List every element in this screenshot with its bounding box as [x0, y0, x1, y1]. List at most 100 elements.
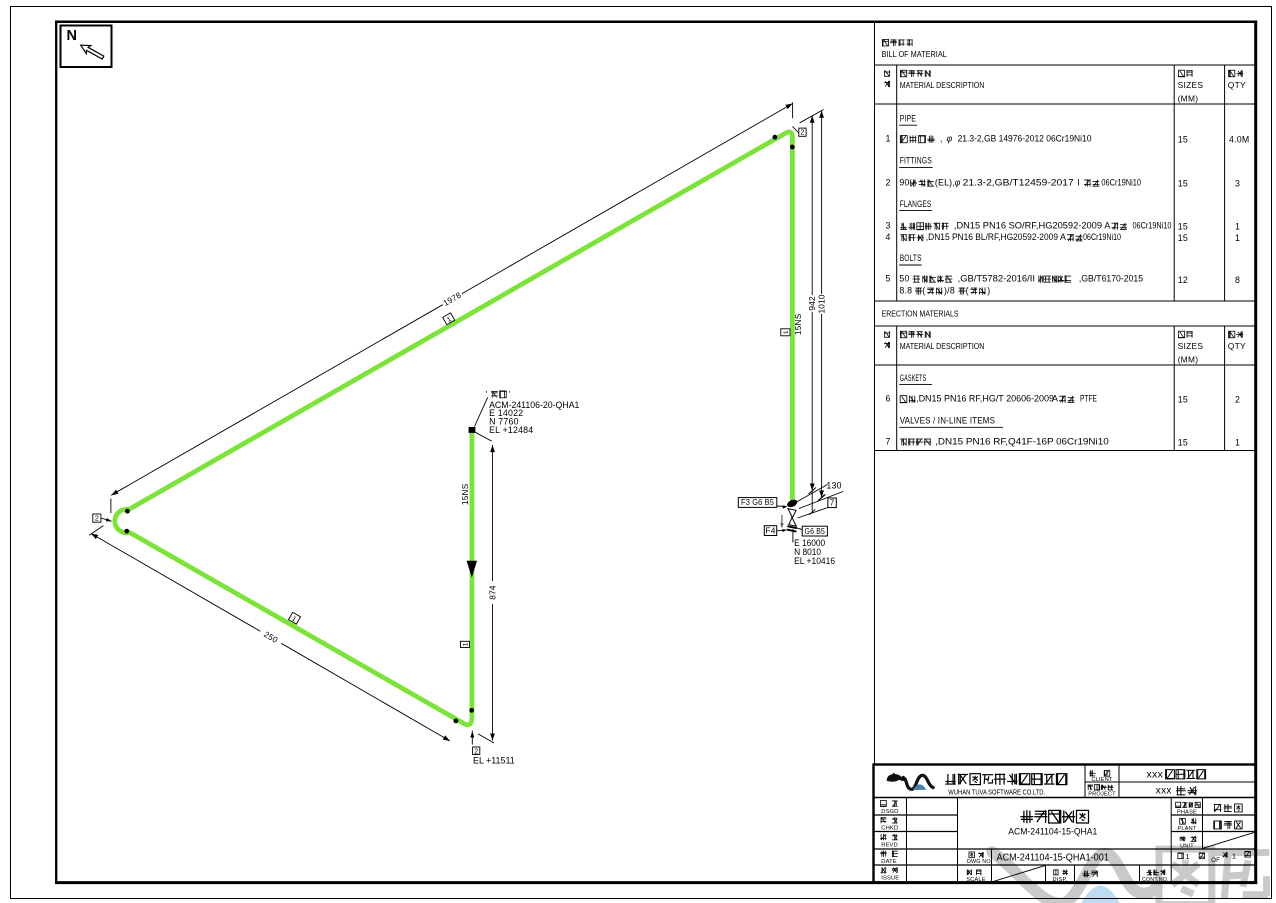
svg-text:xxx: xxx [1147, 769, 1164, 781]
svg-text:ERECTION MATERIALS: ERECTION MATERIALS [882, 309, 959, 319]
svg-text:21.3-2,GB/T12459-2017: 21.3-2,GB/T12459-2017 [963, 177, 1074, 187]
svg-text:FITTINGS: FITTINGS [900, 156, 932, 166]
svg-text:(MM): (MM) [1178, 93, 1199, 103]
svg-text:SIZES: SIZES [1178, 341, 1204, 351]
svg-text:BOLTS: BOLTS [900, 253, 922, 263]
svg-text:QTY: QTY [1228, 341, 1246, 351]
svg-text:ACM-241104-15-QHA1: ACM-241104-15-QHA1 [1008, 826, 1097, 836]
svg-text:1: 1 [1235, 233, 1240, 243]
svg-text:1: 1 [290, 615, 297, 623]
svg-text:,GB/T5782-2016/II: ,GB/T5782-2016/II [958, 273, 1035, 283]
svg-text:15: 15 [1178, 222, 1188, 232]
svg-text:06Cr19Ni10: 06Cr19Ni10 [1101, 177, 1141, 187]
svg-text:DWG NO.: DWG NO. [967, 859, 992, 865]
svg-text:CLIENT: CLIENT [1091, 777, 1112, 783]
svg-text:PTFE: PTFE [1080, 394, 1097, 404]
svg-text:(MM): (MM) [1178, 354, 1199, 364]
svg-text:A: A [1060, 232, 1066, 242]
svg-text:': ' [486, 389, 488, 399]
svg-text:1: 1 [1235, 222, 1240, 232]
svg-text:2: 2 [800, 130, 804, 137]
svg-text:,DN15 PN16 RF,HG/T 20606-2009: ,DN15 PN16 RF,HG/T 20606-2009 [916, 394, 1054, 404]
svg-text:SIZES: SIZES [1178, 80, 1204, 90]
svg-text:MATERIAL DESCRIPTION: MATERIAL DESCRIPTION [900, 80, 985, 90]
svg-text:QTY: QTY [1228, 80, 1246, 90]
svg-text:A: A [1052, 394, 1058, 404]
svg-text:G6 B5: G6 B5 [805, 526, 826, 536]
svg-text:15NS: 15NS [793, 313, 803, 335]
svg-text:(: ( [966, 285, 969, 295]
svg-text:1: 1 [783, 330, 790, 334]
svg-text:': ' [509, 389, 511, 399]
svg-text:DSGD: DSGD [881, 809, 898, 815]
svg-text:EL +12484: EL +12484 [489, 425, 533, 435]
svg-text:N: N [67, 28, 77, 44]
svg-text:VALVES / IN-LINE ITEMS: VALVES / IN-LINE ITEMS [900, 416, 995, 426]
svg-text:15NS: 15NS [460, 483, 470, 505]
svg-text:ACM-241104-15-QHA1-001: ACM-241104-15-QHA1-001 [997, 853, 1110, 864]
svg-text:15: 15 [1178, 437, 1188, 447]
svg-text:06Cr19Ni10: 06Cr19Ni10 [1133, 221, 1172, 231]
svg-text:,DN15 PN16 BL/RF,HG20592-2009: ,DN15 PN16 BL/RF,HG20592-2009 [926, 232, 1058, 242]
svg-text:2: 2 [885, 177, 890, 187]
svg-text:): ) [987, 285, 990, 295]
svg-text:φ: φ [947, 134, 953, 144]
svg-text:I: I [1077, 177, 1080, 187]
svg-text:(EL),: (EL), [935, 177, 955, 187]
svg-text:N 8010: N 8010 [794, 547, 821, 557]
svg-text:SCALE: SCALE [966, 877, 985, 883]
svg-text:7: 7 [885, 436, 890, 446]
svg-text:CHKD: CHKD [881, 826, 898, 832]
svg-text:MATERIAL DESCRIPTION: MATERIAL DESCRIPTION [900, 341, 985, 351]
svg-text:ACM-241106-20-QHA1: ACM-241106-20-QHA1 [489, 400, 579, 410]
svg-text:PIPE: PIPE [900, 113, 916, 123]
svg-text:3: 3 [885, 221, 890, 231]
svg-text:N 7760: N 7760 [489, 416, 519, 426]
svg-text:E 14022: E 14022 [489, 408, 523, 418]
svg-text:(: ( [922, 285, 925, 295]
svg-text:12: 12 [1178, 275, 1188, 285]
svg-text:,GB/T6170-2015: ,GB/T6170-2015 [1079, 273, 1143, 283]
svg-text:BILL OF MATERIAL: BILL OF MATERIAL [882, 49, 947, 59]
svg-text:φ: φ [955, 177, 961, 187]
svg-text:,: , [940, 134, 943, 144]
svg-text:1: 1 [1185, 852, 1189, 861]
svg-text:06Cr19Ni10: 06Cr19Ni10 [1083, 232, 1121, 242]
svg-text:UNIT: UNIT [1180, 843, 1194, 849]
svg-text:PLANT: PLANT [1177, 826, 1196, 832]
svg-text:DISP.: DISP. [1053, 877, 1068, 883]
svg-text:,DN15 PN16 RF,Q41F-16P 06Cr19N: ,DN15 PN16 RF,Q41F-16P 06Cr19Ni10 [935, 436, 1109, 446]
svg-text:REVD: REVD [881, 843, 898, 849]
svg-text:130: 130 [826, 481, 841, 491]
svg-text:942: 942 [807, 296, 817, 311]
svg-text:PHASE: PHASE [1177, 810, 1197, 816]
svg-text:1: 1 [1232, 852, 1236, 861]
svg-text:A: A [1104, 221, 1110, 231]
svg-text:8: 8 [1235, 275, 1240, 285]
svg-text:5: 5 [885, 273, 890, 283]
svg-text:FLANGES: FLANGES [900, 199, 932, 209]
svg-text:2: 2 [474, 748, 478, 755]
svg-text:15: 15 [1178, 395, 1188, 405]
svg-text:4.0M: 4.0M [1229, 135, 1249, 145]
svg-text:WUHAN TUVA SOFTWARE CO.LTD.: WUHAN TUVA SOFTWARE CO.LTD. [948, 787, 1045, 796]
svg-text:DATE: DATE [881, 859, 896, 865]
svg-text:21.3-2,GB 14976-2012 06Cr19Ni1: 21.3-2,GB 14976-2012 06Cr19Ni10 [958, 134, 1092, 144]
svg-text:F4: F4 [765, 525, 775, 535]
svg-text:2: 2 [1235, 395, 1240, 405]
svg-text:1: 1 [885, 134, 890, 144]
svg-text:1: 1 [463, 642, 470, 646]
svg-text:CONT.NO.: CONT.NO. [1142, 877, 1169, 883]
svg-text:874: 874 [487, 585, 497, 600]
svg-text:xxx: xxx [1156, 786, 1172, 797]
svg-text:2: 2 [95, 516, 99, 523]
svg-text:)/8: )/8 [944, 285, 955, 295]
svg-text:15: 15 [1178, 178, 1188, 188]
svg-text:3: 3 [1235, 178, 1240, 188]
svg-text:15: 15 [1178, 233, 1188, 243]
svg-text:15: 15 [1178, 135, 1188, 145]
svg-text:50: 50 [899, 273, 909, 283]
svg-text:1: 1 [1235, 437, 1240, 447]
svg-text:,DN15 PN16 SO/RF,HG20592-2009: ,DN15 PN16 SO/RF,HG20592-2009 [954, 221, 1102, 231]
svg-text:90: 90 [899, 177, 909, 187]
